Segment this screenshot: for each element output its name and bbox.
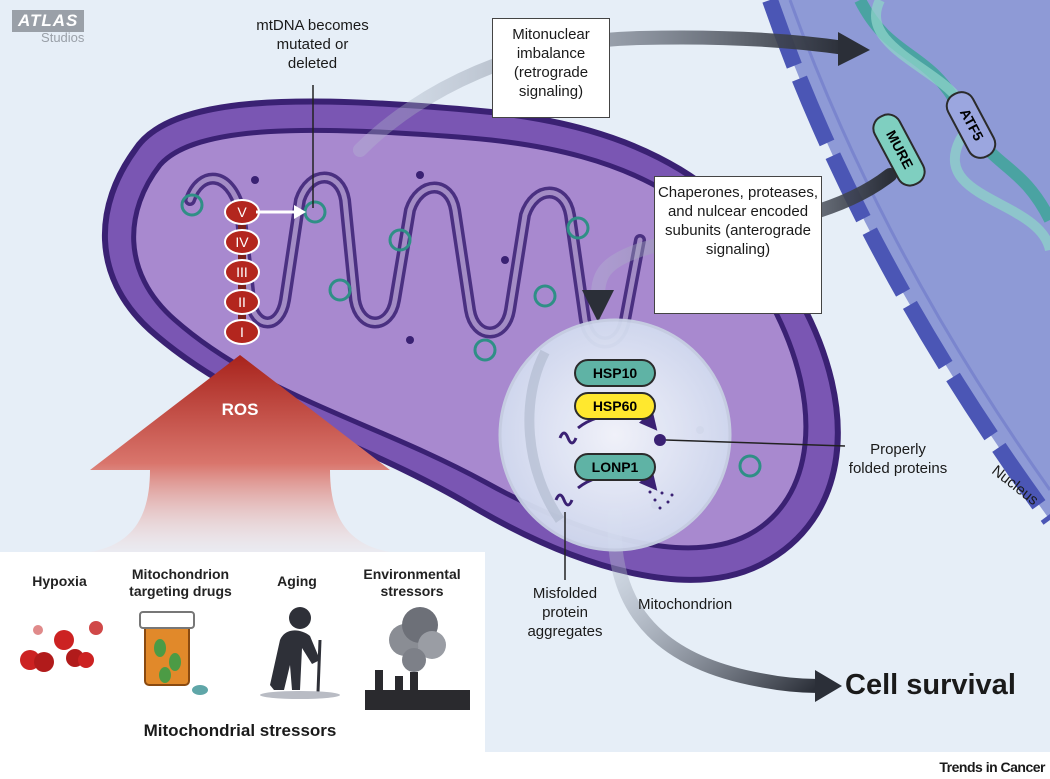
hsp10-label: HSP10 xyxy=(574,359,656,387)
chaperone-zoom-circle xyxy=(498,318,732,552)
cell-survival-label: Cell survival xyxy=(845,669,1016,701)
stressor-hypoxia: Hypoxia xyxy=(32,573,87,589)
properly-folded-label: Properly folded proteins xyxy=(848,441,948,477)
complex-label: II xyxy=(238,294,246,310)
hypoxia-icon xyxy=(20,621,103,672)
complex-5 xyxy=(224,319,260,345)
complex-2 xyxy=(224,229,260,255)
complex-4 xyxy=(224,289,260,315)
retrograde-box: Mitonuclear imbalance (retrograde signal… xyxy=(492,18,610,118)
etc-complexes xyxy=(224,199,260,345)
stressor-environmental: Environmental stressors xyxy=(363,566,461,599)
aging-person-icon xyxy=(260,607,340,699)
atlas-logo: ATLAS Studios xyxy=(12,10,85,45)
mitochondrion-label: Mitochondrion xyxy=(638,596,733,613)
anterograde-box: Chaperones, proteases, and nulcear encod… xyxy=(654,176,822,314)
mtdna-label: mtDNA becomes mutated or deleted xyxy=(256,17,369,72)
misfolded-label: Misfolded protein aggregates xyxy=(527,585,603,640)
ros-arrow xyxy=(90,355,390,552)
complex-label: V xyxy=(237,204,247,220)
complex-label: I xyxy=(240,324,244,340)
hsp60-label: HSP60 xyxy=(574,392,656,420)
stressors-title: Mitochondrial stressors xyxy=(143,721,337,740)
factory-smoke-icon xyxy=(365,607,470,710)
cell-survival-arrow xyxy=(607,508,825,693)
ros-label: ROS xyxy=(221,400,259,419)
complex-label: IV xyxy=(235,234,249,250)
complex-3 xyxy=(224,259,260,285)
retrograde-arrow xyxy=(353,30,852,157)
complex-label: III xyxy=(236,264,248,280)
stressor-drugs: Mitochondrion targeting drugs xyxy=(129,566,232,599)
lonp1-label: LONP1 xyxy=(574,453,656,481)
pill-bottle-icon xyxy=(139,611,208,695)
leader-properly-folded xyxy=(665,439,846,447)
footer-journal: Trends in Cancer xyxy=(939,759,1045,775)
stressor-aging: Aging xyxy=(277,573,317,589)
